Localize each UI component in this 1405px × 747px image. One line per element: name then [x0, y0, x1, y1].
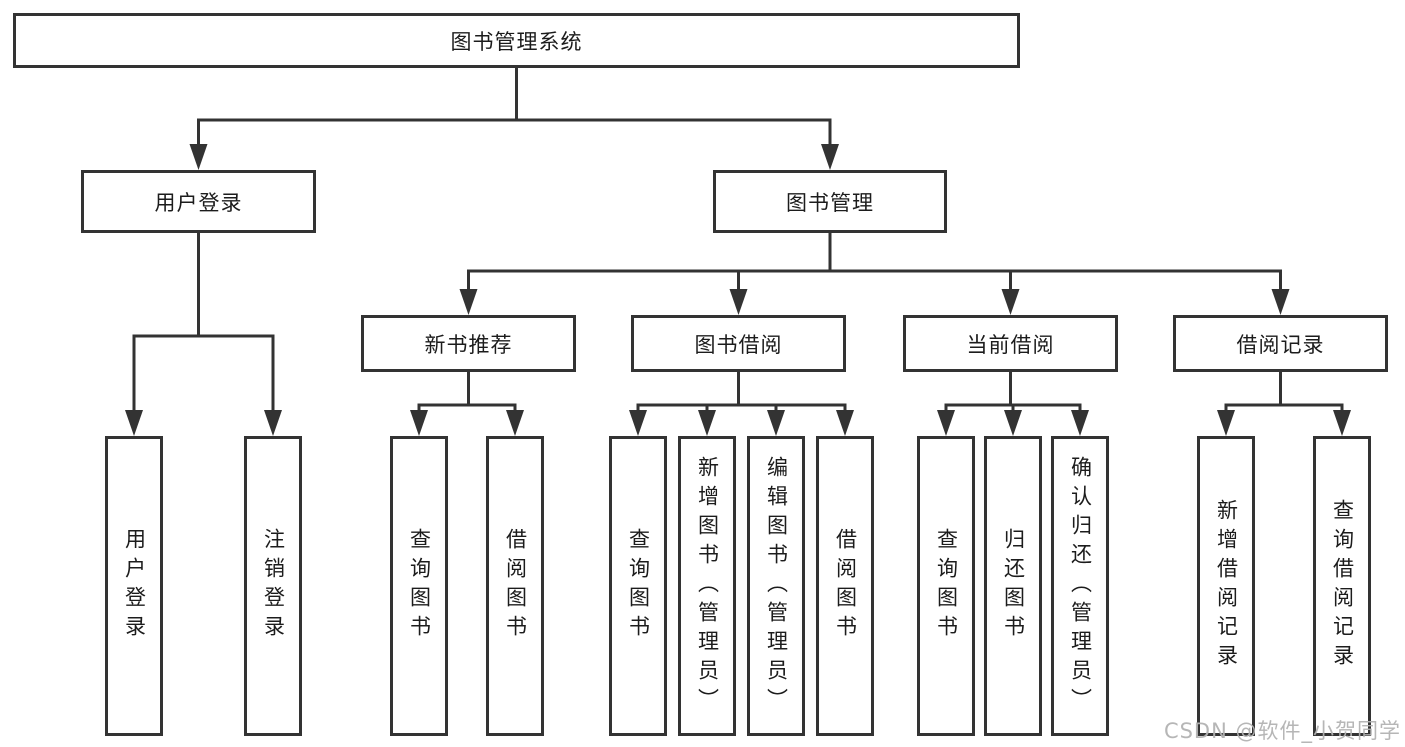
- connector-new-book-split: [417, 372, 517, 412]
- node-leaf-query-borrow-record: 查询借阅记录: [1313, 436, 1371, 736]
- arrowhead-icon: [629, 410, 647, 436]
- csdn-watermark: CSDN @软件_小贺同学: [1163, 719, 1401, 743]
- node-leaf-borrow-books-recommend: 借阅图书: [486, 436, 544, 736]
- arrowhead-icon: [506, 410, 524, 436]
- node-book-borrowing: 图书借阅: [631, 315, 846, 372]
- arrowhead-icon: [459, 289, 478, 315]
- node-library-management-system: 图书管理系统: [13, 13, 1020, 68]
- node-leaf-borrow-books: 借阅图书: [816, 436, 874, 736]
- node-leaf-confirm-return-admin: 确认归还（管理员）: [1051, 436, 1109, 736]
- arrowhead-icon: [1001, 289, 1020, 315]
- arrowhead-icon: [1217, 410, 1235, 436]
- arrowhead-icon: [1071, 410, 1089, 436]
- node-leaf-user-login: 用户登录: [105, 436, 163, 736]
- arrowhead-icon: [264, 410, 282, 436]
- connector-current-borrow-split: [944, 372, 1082, 412]
- arrowhead-icon: [729, 289, 748, 315]
- arrowhead-icon: [189, 144, 208, 170]
- node-leaf-query-books-recommend: 查询图书: [390, 436, 448, 736]
- arrowhead-icon: [937, 410, 955, 436]
- connector-root-split: [197, 68, 832, 146]
- arrowhead-icon: [1333, 410, 1351, 436]
- connector-borrow-record-split: [1224, 372, 1344, 412]
- arrowhead-icon: [1004, 410, 1022, 436]
- arrowhead-icon: [698, 410, 716, 436]
- node-user-login-branch: 用户登录: [81, 170, 316, 233]
- node-leaf-add-books-admin: 新增图书（管理员）: [678, 436, 736, 736]
- arrowhead-icon: [1271, 289, 1290, 315]
- arrowhead-icon: [767, 410, 785, 436]
- arrowhead-icon: [836, 410, 854, 436]
- node-book-management-branch: 图书管理: [713, 170, 947, 233]
- connector-book-management-split: [467, 233, 1282, 291]
- node-leaf-query-books-borrow: 查询图书: [609, 436, 667, 736]
- node-leaf-add-borrow-record: 新增借阅记录: [1197, 436, 1255, 736]
- node-leaf-edit-books-admin: 编辑图书（管理员）: [747, 436, 805, 736]
- node-new-book-recommend: 新书推荐: [361, 315, 576, 372]
- arrowhead-icon: [125, 410, 143, 436]
- node-leaf-return-books: 归还图书: [984, 436, 1042, 736]
- node-current-borrowing: 当前借阅: [903, 315, 1118, 372]
- node-borrowing-records: 借阅记录: [1173, 315, 1388, 372]
- arrowhead-icon: [410, 410, 428, 436]
- arrowhead-icon: [821, 144, 839, 170]
- node-leaf-logout: 注销登录: [244, 436, 302, 736]
- connector-user-login-split: [132, 233, 275, 412]
- connector-book-borrow-split: [636, 372, 847, 412]
- node-leaf-query-books-current: 查询图书: [917, 436, 975, 736]
